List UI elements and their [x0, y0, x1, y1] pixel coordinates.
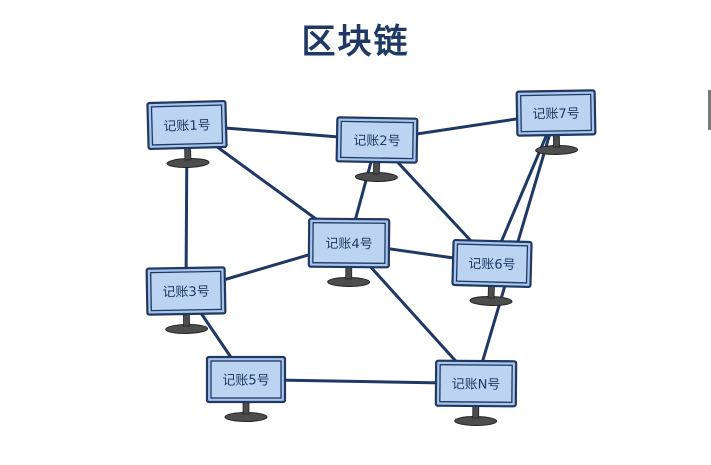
monitor-neck-icon — [487, 285, 495, 299]
node-label-n7: 记账7号 — [532, 107, 580, 123]
page-title: 区块链 — [301, 22, 410, 62]
monitor-screen-icon — [520, 93, 592, 133]
monitor-node-n4: 记账4号 — [307, 217, 391, 288]
monitor-screen-icon — [150, 104, 224, 146]
monitor-neck-icon — [472, 405, 480, 419]
node-label-n1: 记账1号 — [163, 118, 211, 134]
monitor-neck-icon — [182, 313, 191, 327]
monitor-neck-icon — [552, 134, 560, 148]
monitor-neck-icon — [373, 161, 381, 175]
node-label-n4: 记账4号 — [325, 237, 372, 252]
monitor-node-n2: 记账2号 — [335, 116, 419, 183]
monitor-screen-icon — [439, 364, 513, 403]
monitor-screen-icon — [150, 270, 222, 312]
monitor-screen-icon — [455, 243, 529, 284]
node-label-n2: 记账2号 — [353, 134, 401, 150]
monitor-screen-icon — [312, 222, 386, 264]
monitor-node-n1: 记账1号 — [146, 99, 228, 169]
monitor-node-n7: 记账7号 — [515, 89, 597, 156]
monitor-neck-icon — [242, 401, 250, 415]
node-label-nN: 记账N号 — [452, 377, 501, 392]
node-label-n3: 记账3号 — [162, 285, 210, 301]
edge-mark — [708, 90, 711, 130]
monitor-neck-icon — [184, 147, 192, 161]
monitor-node-nN: 记账N号 — [434, 359, 518, 427]
monitor-screen-icon — [340, 120, 414, 160]
monitor-node-n3: 记账3号 — [145, 266, 227, 335]
monitor-neck-icon — [345, 266, 353, 280]
monitor-node-n6: 记账6号 — [451, 238, 533, 307]
monitor-node-n5: 记账5号 — [205, 355, 287, 422]
node-label-n5: 记账5号 — [222, 374, 269, 389]
monitor-screen-icon — [210, 360, 282, 399]
edge-n7-n6 — [490, 111, 558, 265]
node-label-n6: 记账6号 — [468, 257, 516, 273]
